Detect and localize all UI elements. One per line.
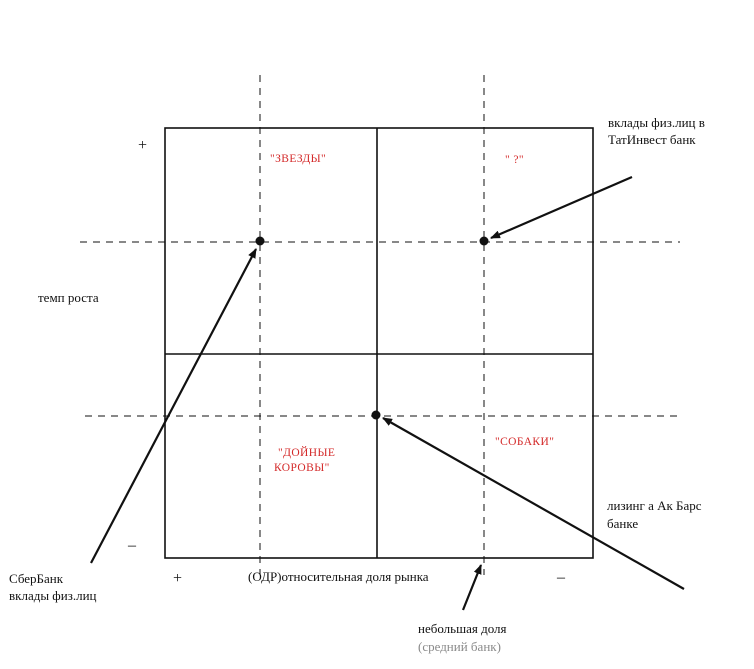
matrix-frame: [164, 127, 594, 559]
quadrant-label-dogs: "СОБАКИ": [495, 436, 554, 448]
x-axis-plus-sign: +: [173, 570, 182, 587]
quadrant-label-stars: "ЗВЕЗДЫ": [270, 153, 326, 165]
annotation-tatinvest-line1: вклады физ.лиц в: [608, 115, 705, 130]
arrow-sberbank: [90, 248, 257, 564]
quadrant-label-cows-line1: "ДОЙНЫЕ: [278, 445, 335, 459]
y-axis-plus-sign: +: [138, 137, 147, 154]
arrow-small-share: [461, 564, 483, 611]
annotation-akbars-line1: лизинг а Ак Барс: [607, 498, 702, 513]
annotation-tatinvest-line2: ТатИнвест банк: [608, 132, 696, 147]
y-axis-minus-sign: –: [127, 537, 137, 554]
quadrant-label-cows-line2: КОРОВЫ": [274, 462, 330, 474]
arrow-akbars: [382, 417, 685, 590]
x-axis-label: (ОДР)относительная доля рынка: [248, 569, 429, 584]
x-axis-minus-sign: –: [556, 569, 566, 586]
point-tatinvest: [479, 236, 489, 246]
point-akbars: [371, 410, 381, 420]
point-sberbank: [255, 236, 265, 246]
annotation-small-share-line2: (средний банк): [418, 639, 501, 654]
annotation-small-share-line1: небольшая доля: [418, 621, 507, 636]
quadrant-label-question: " ?": [505, 154, 524, 166]
annotation-sber-line1: СберБанк: [9, 571, 64, 586]
arrow-tatinvest: [490, 175, 633, 240]
y-axis-label: темп роста: [38, 290, 99, 305]
annotation-akbars-line2: банке: [607, 516, 638, 531]
annotation-sber-line2: вклады физ.лиц: [9, 588, 97, 603]
